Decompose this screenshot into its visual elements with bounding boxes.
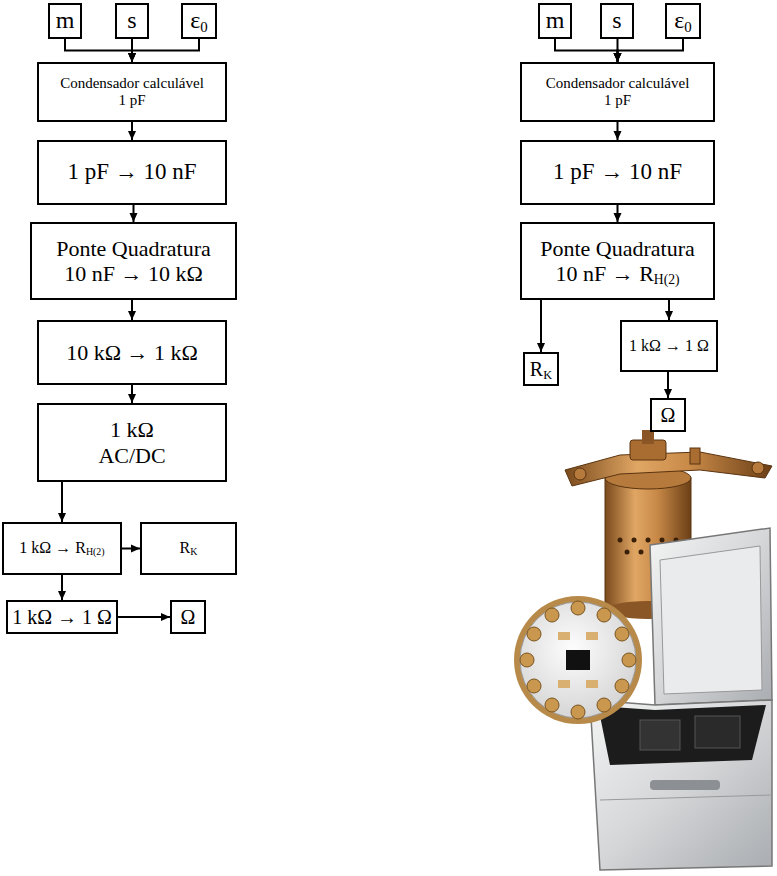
box-label: RK: [530, 358, 552, 381]
box-label: 10 nF → 10 kΩ: [64, 261, 203, 286]
box-label: Condensador calculável: [60, 75, 204, 92]
flow-arrow: [540, 300, 542, 352]
process-box: Ω: [650, 398, 686, 432]
flow-arrow: [555, 39, 618, 62]
box-label: Ω: [181, 606, 196, 629]
flow-arrow: [617, 205, 619, 222]
flow-arrow: [617, 122, 619, 140]
process-box: Ponte Quadratura10 nF → 10 kΩ: [30, 222, 237, 300]
process-box: Ω: [170, 600, 206, 634]
process-box: RK: [523, 352, 559, 386]
process-box: Condensador calculável1 pF: [520, 62, 715, 122]
box-label: 1 kΩ: [110, 417, 154, 442]
process-box: RK: [140, 522, 237, 575]
process-box: m: [48, 3, 82, 39]
process-box: 10 kΩ → 1 kΩ: [37, 320, 227, 385]
box-label: 10 kΩ → 1 kΩ: [66, 340, 198, 365]
box-label: Ponte Quadratura: [540, 236, 695, 261]
flow-arrow: [118, 616, 170, 618]
box-label: Condensador calculável: [546, 75, 690, 92]
box-label: 1 kΩ → 1 Ω: [12, 606, 112, 629]
process-box: m: [538, 3, 572, 39]
process-box: Condensador calculável1 pF: [37, 62, 227, 122]
sample-holder: [514, 596, 642, 724]
process-box: 1 kΩ → RH(2): [2, 522, 122, 575]
process-box: s: [115, 3, 149, 39]
flow-arrow: [122, 548, 140, 550]
box-label: AC/DC: [98, 443, 165, 468]
box-label: Ω: [661, 404, 676, 427]
flow-arrow: [618, 39, 684, 62]
box-label: 1 pF: [118, 92, 145, 109]
box-label: RK: [180, 539, 198, 557]
flow-arrow: [668, 300, 670, 320]
box-label: s: [612, 7, 621, 35]
box-label: ε0: [190, 7, 208, 35]
flow-arrow: [132, 39, 199, 62]
process-box: ε0: [181, 3, 217, 39]
flow-arrow: [131, 385, 133, 403]
box-label: m: [56, 7, 75, 35]
flow-arrow: [667, 372, 669, 398]
box-label: 1 kΩ → RH(2): [19, 539, 104, 557]
process-box: 1 pF → 10 nF: [520, 140, 715, 205]
box-label: Ponte Quadratura: [56, 236, 211, 261]
process-box: Ponte Quadratura10 nF → RH(2): [520, 222, 715, 300]
flow-arrow: [133, 205, 135, 222]
box-label: 1 kΩ → 1 Ω: [629, 337, 709, 355]
process-box: 1 kΩ → 1 Ω: [620, 320, 718, 372]
box-label: 1 pF → 10 nF: [67, 159, 196, 185]
box-label: 1 pF: [604, 92, 631, 109]
box-label: s: [127, 7, 136, 35]
process-box: 1 kΩAC/DC: [37, 403, 227, 482]
flow-arrow: [131, 300, 133, 320]
flow-arrow: [65, 39, 132, 62]
box-label: m: [546, 7, 565, 35]
process-box: s: [600, 3, 634, 39]
process-box: 1 kΩ → 1 Ω: [6, 600, 118, 634]
process-box: 1 pF → 10 nF: [37, 140, 227, 205]
process-box: ε0: [665, 3, 701, 39]
flow-arrow: [131, 122, 133, 140]
box-label: ε0: [674, 7, 692, 35]
box-label: 1 pF → 10 nF: [553, 159, 682, 185]
box-label: 10 nF → RH(2): [555, 261, 679, 286]
